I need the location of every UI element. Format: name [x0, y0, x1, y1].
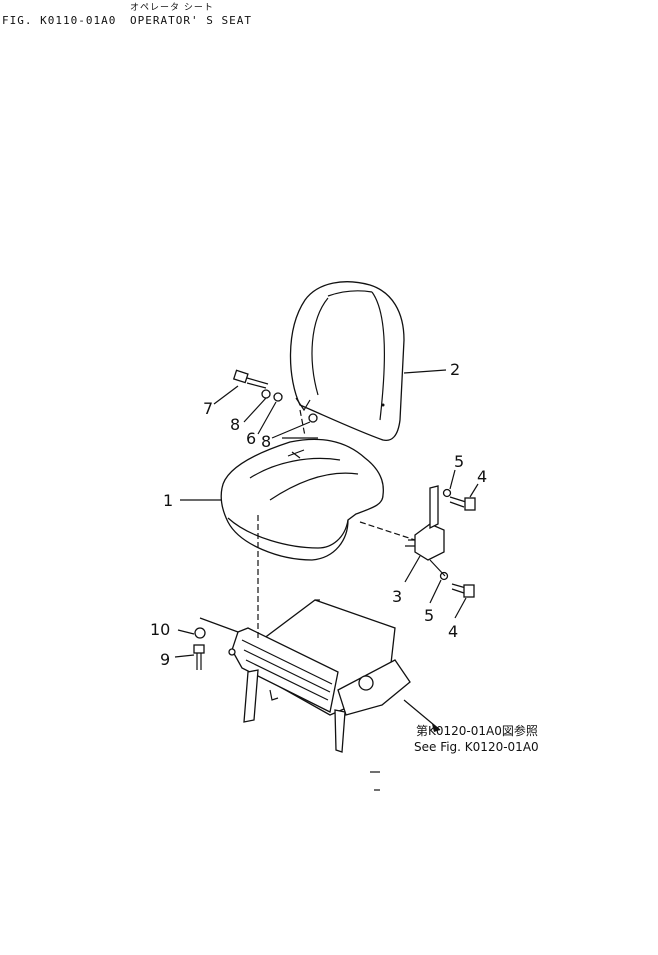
callout-10: 10	[150, 620, 170, 639]
seat-cushion	[220, 437, 384, 561]
seat-back	[289, 281, 405, 442]
callout-6: 6	[246, 429, 256, 448]
reference-en: See Fig. K0120-01A0	[414, 740, 539, 754]
bolt-9	[193, 644, 205, 670]
callout-4b: 4	[448, 622, 458, 641]
callout-4a: 4	[477, 467, 487, 486]
callout-2: 2	[450, 360, 460, 379]
callout-3: 3	[392, 587, 402, 606]
washer-5-upper	[442, 488, 452, 498]
washer-10	[194, 627, 206, 639]
reference-ja: 第K0120-01A0図参照	[416, 723, 538, 738]
bolt-7	[232, 369, 269, 389]
title-english: OPERATOR' S SEAT	[130, 14, 252, 27]
bracket	[405, 485, 445, 561]
callout-9: 9	[160, 650, 170, 669]
title-japanese: オペレータ シート	[130, 3, 214, 13]
callout-5b: 5	[424, 606, 434, 625]
figure-code: FIG. K0110-01A0	[2, 14, 117, 27]
callout-8b: 8	[261, 432, 271, 451]
washer-8b	[308, 413, 318, 423]
bolt-4-upper	[449, 496, 476, 511]
bolt-4-lower	[451, 583, 475, 598]
seat-base	[199, 599, 411, 753]
callout-5a: 5	[454, 452, 464, 471]
spacer-6	[273, 392, 283, 402]
callout-1: 1	[163, 491, 173, 510]
callout-7: 7	[203, 399, 213, 418]
washer-5-lower	[439, 571, 449, 581]
washer-8a	[261, 389, 271, 399]
callout-8a: 8	[230, 415, 240, 434]
